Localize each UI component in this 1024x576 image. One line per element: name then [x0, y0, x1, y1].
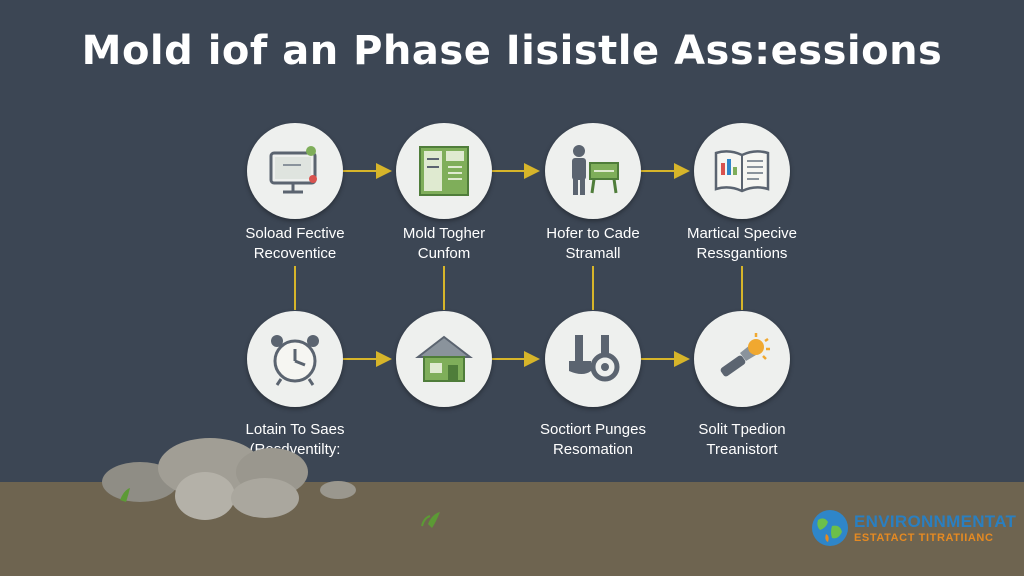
- step-node-8: [694, 311, 790, 407]
- alarm-clock-icon: [271, 335, 319, 386]
- ground-strip: [0, 482, 1024, 576]
- step-label-8-line1: Solit Tpedion: [698, 421, 786, 438]
- logo-name: ENVIRONNMENTAT: [854, 512, 1017, 531]
- step-label-8: Solit Tpedion Treanistort: [657, 420, 827, 460]
- step-node-3: [545, 123, 641, 219]
- globe-icon: [812, 510, 848, 546]
- step-label-2-line2: Cunfom: [417, 245, 471, 262]
- brand-logo: ENVIRONNMENTAT ESTATACT TITRATIIANC: [812, 508, 1022, 552]
- step-label-7-line1: Soctiort Punges: [540, 421, 646, 438]
- open-book-icon: [714, 150, 770, 193]
- step-label-1-line1: Soload Fective: [245, 225, 345, 242]
- blueprint-icon: [419, 146, 469, 196]
- step-label-7: Soctiort Punges Resomation: [508, 420, 678, 460]
- step-label-5-line1: Lotain To Saes: [245, 421, 345, 438]
- step-node-6: [396, 311, 492, 407]
- house-icon: [415, 335, 473, 382]
- step-label-3-line1: Hofer to Cade: [546, 225, 640, 242]
- step-label-1: Soload Fective Recoventice: [210, 224, 380, 264]
- step-node-7: [545, 311, 641, 407]
- tools-icon: [569, 335, 620, 382]
- inspector-icon: [572, 145, 619, 195]
- step-label-3-line2: Stramall: [565, 245, 621, 262]
- step-label-3: Hofer to Cade Stramall: [508, 224, 678, 264]
- step-node-5: [247, 311, 343, 407]
- flashlight-icon: [720, 333, 770, 377]
- step-node-4: [694, 123, 790, 219]
- step-label-4: Martical Specive Ressgantions: [657, 224, 827, 264]
- step-label-8-line2: Treanistort: [706, 441, 778, 458]
- step-label-4-line2: Ressgantions: [696, 245, 788, 262]
- step-node-2: [396, 123, 492, 219]
- step-label-4-line1: Martical Specive: [686, 225, 798, 242]
- step-label-7-line2: Resomation: [552, 441, 634, 458]
- step-label-2: Mold Togher Cunfom: [359, 224, 529, 264]
- monitor-icon: [269, 146, 317, 194]
- diagram-title: Mold iof an Phase Iisistle Ass:essions: [81, 28, 943, 74]
- step-node-1: [247, 123, 343, 219]
- step-label-2-line1: Mold Togher: [402, 225, 486, 242]
- step-label-1-line2: Recoventice: [253, 245, 337, 262]
- logo-tagline: ESTATACT TITRATIIANC: [854, 532, 994, 544]
